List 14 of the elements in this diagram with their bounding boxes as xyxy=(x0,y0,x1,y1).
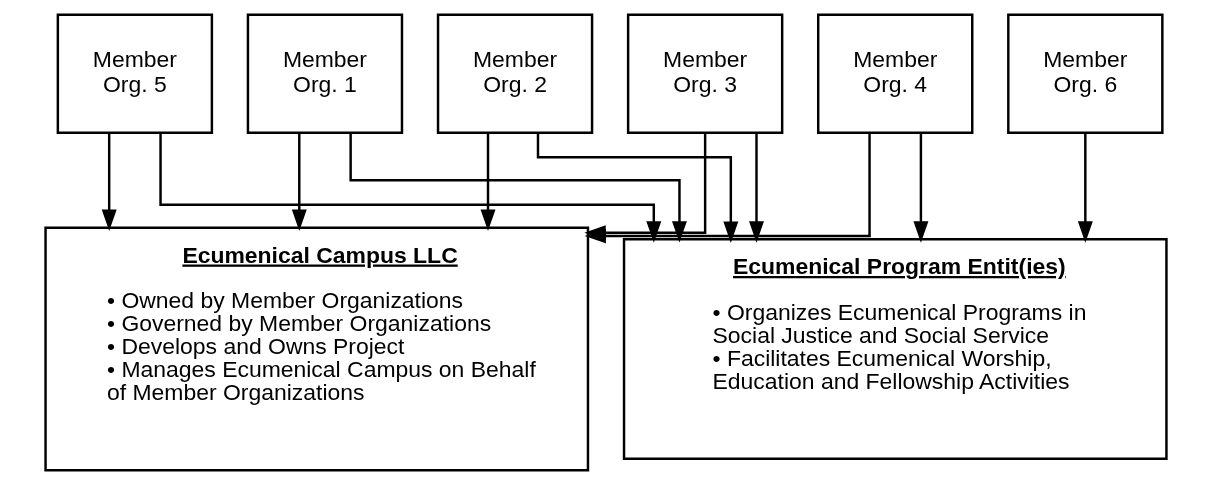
node-box: Member Org. 6 xyxy=(1006,13,1164,134)
node-box: Member Org. 5 xyxy=(56,13,213,134)
node-box: Member Org. 2 xyxy=(436,13,593,134)
node-box: Member Org. 3 xyxy=(626,13,783,134)
node-box: Member Org. 1 xyxy=(246,13,403,134)
arrow xyxy=(291,132,307,231)
node-box: Member Org. 4 xyxy=(816,13,973,134)
arrow xyxy=(480,132,495,231)
arrow xyxy=(1077,132,1093,243)
arrow xyxy=(912,132,928,243)
node-box: Ecumenical Campus LLC • Owned by Member Organizations • Governed by Member Organizations • Develops and Owns Project • Manages Ecumenical Campus on Behalf of Member Organizations xyxy=(43,226,589,472)
arrow xyxy=(101,132,117,231)
node-box: Ecumenical Program Entit(ies) • Organizes Ecumenical Programs in Social Justice and Social Service • Facilitates Ecumenical Worship, Education and Fellowship Activities xyxy=(622,238,1168,461)
arrow xyxy=(748,132,764,243)
